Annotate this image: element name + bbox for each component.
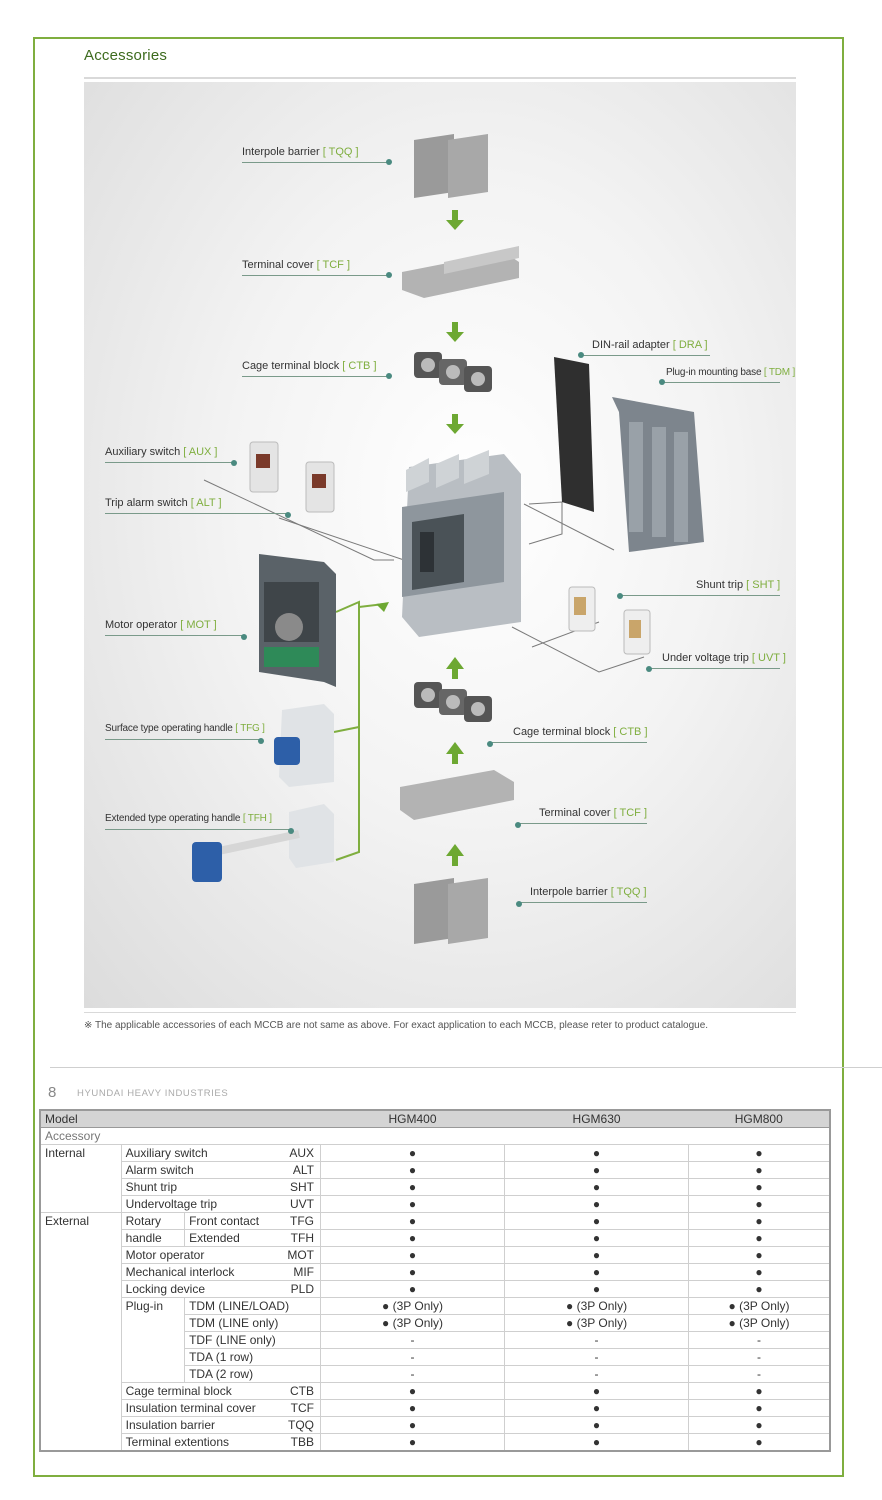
label-cage-terminal-bottom: Cage terminal block [ CTB ] [513, 726, 648, 738]
uvt-shape [623, 609, 651, 655]
accessories-exploded-view: Interpole barrier [ TQQ ] Terminal cover… [84, 82, 796, 1008]
cage-block-top-shape [414, 352, 492, 392]
page-frame [33, 37, 844, 1477]
table-row: TDM (LINE only) ● (3P Only)● (3P Only)● … [40, 1314, 830, 1332]
table-row: TDA (2 row) --- [40, 1365, 830, 1383]
accessory-compatibility-table: Model HGM400 HGM630 HGM800 Accessory Int… [39, 1109, 831, 1452]
header-model: Model [40, 1110, 321, 1128]
din-rail-shape [554, 357, 594, 512]
label-trip-alarm-switch: Trip alarm switch [ ALT ] [105, 497, 222, 509]
shunt-trip-shape [568, 586, 596, 632]
page-number: 8 [48, 1084, 57, 1101]
exploded-diagram [192, 134, 704, 944]
plugin-base-shape [612, 397, 704, 552]
interpole-barrier-bottom-shape [414, 878, 488, 944]
page-brand: HYUNDAI HEAVY INDUSTRIES [77, 1088, 229, 1099]
label-plugin-base: Plug-in mounting base [ TDM ] [666, 367, 796, 378]
terminal-cover-bottom-shape [400, 770, 514, 820]
table-row: TDA (1 row) --- [40, 1348, 830, 1366]
label-shunt-trip: Shunt trip [ SHT ] [696, 579, 781, 591]
label-extended-handle: Extended type operating handle [ TFH ] [105, 813, 272, 824]
label-surface-handle: Surface type operating handle [ TFG ] [105, 723, 265, 734]
extended-handle-shape [192, 804, 334, 882]
label-auxiliary-switch: Auxiliary switch [ AUX ] [105, 446, 218, 458]
label-interpole-barrier-top: Interpole barrier [ TQQ ] [242, 146, 359, 158]
label-din-rail-adapter: DIN-rail adapter [ DRA ] [592, 339, 708, 351]
label-motor-operator: Motor operator [ MOT ] [105, 619, 217, 631]
label-cage-terminal-top: Cage terminal block [ CTB ] [242, 360, 377, 372]
group-external: External [40, 1212, 122, 1452]
title-rule [84, 77, 796, 79]
page-rule [50, 1067, 882, 1068]
header-accessory: Accessory [40, 1127, 830, 1145]
footnote: ※ The applicable accessories of each MCC… [84, 1020, 709, 1031]
header-hgm400: HGM400 [320, 1110, 505, 1128]
motor-operator-shape [259, 554, 336, 687]
mccb-body-shape [402, 450, 521, 637]
cage-block-bottom-shape [414, 682, 492, 722]
table-row: TDF (LINE only) --- [40, 1331, 830, 1349]
label-terminal-cover-bottom: Terminal cover [ TCF ] [539, 807, 648, 819]
interpole-barrier-top-shape [414, 134, 488, 198]
section-title: Accessories [84, 47, 168, 64]
group-internal: Internal [40, 1144, 122, 1213]
label-under-voltage-trip: Under voltage trip [ UVT ] [662, 652, 786, 664]
hero-bottom-rule [84, 1012, 796, 1013]
label-terminal-cover-top: Terminal cover [ TCF ] [242, 259, 351, 271]
aux-switch-shape [249, 441, 279, 493]
header-hgm800: HGM800 [688, 1110, 830, 1128]
surface-handle-shape [274, 704, 334, 787]
header-hgm630: HGM630 [504, 1110, 689, 1128]
label-interpole-barrier-bottom: Interpole barrier [ TQQ ] [530, 886, 647, 898]
alarm-switch-shape [305, 461, 335, 513]
table-row: Plug-in TDM (LINE/LOAD) ● (3P Only)● (3P… [40, 1297, 830, 1383]
terminal-cover-top-shape [402, 246, 519, 298]
